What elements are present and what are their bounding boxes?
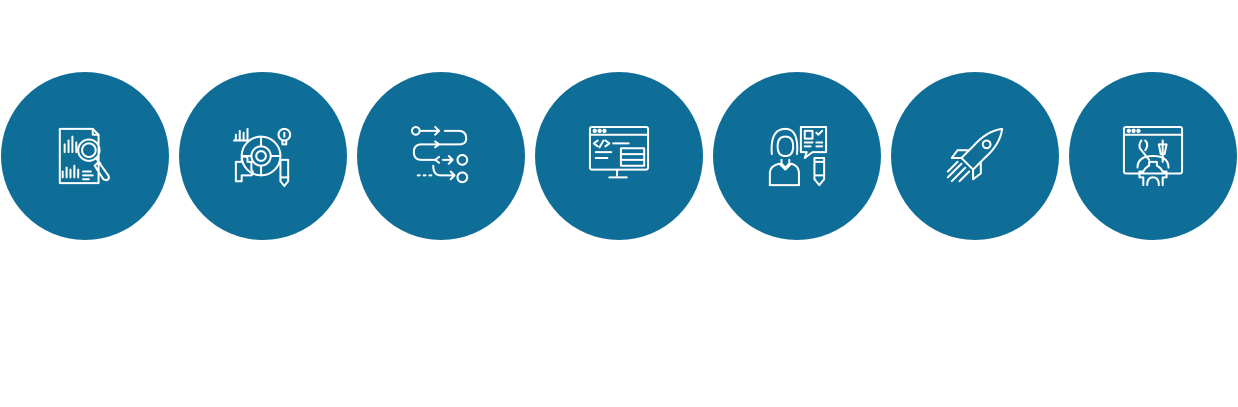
maintenance-support-icon [1122,125,1184,187]
report-analysis-icon [54,125,116,187]
workflow-process-icon [410,125,472,187]
web-development-icon [588,125,650,187]
step-circle-review[interactable] [713,72,881,240]
launch-rocket-icon [944,125,1006,187]
step-circle-workflow[interactable] [357,72,525,240]
step-circle-maintenance[interactable] [1069,72,1237,240]
process-steps-row [0,72,1238,240]
step-circle-analysis[interactable] [1,72,169,240]
presentation-review-icon [766,125,828,187]
strategy-planning-icon [232,125,294,187]
step-circle-strategy[interactable] [179,72,347,240]
step-circle-development[interactable] [535,72,703,240]
step-circle-launch[interactable] [891,72,1059,240]
